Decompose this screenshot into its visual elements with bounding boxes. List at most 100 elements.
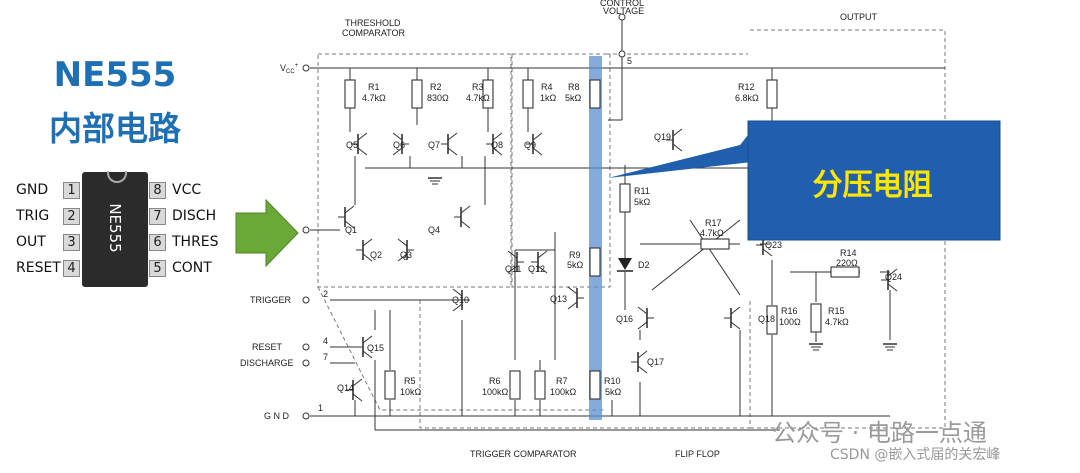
resistor-value: 1kΩ xyxy=(540,93,557,103)
section-label: FLIP FLOP xyxy=(675,449,720,459)
transistor-label: Q14 xyxy=(337,383,354,393)
resistor-value: 100kΩ xyxy=(482,387,509,397)
transistor-label: Q17 xyxy=(647,357,664,367)
green-arrow xyxy=(235,198,299,268)
section-label: VOLTAGE xyxy=(603,6,644,16)
resistor-label: R17 xyxy=(705,218,722,228)
transistor-label: Q13 xyxy=(550,294,567,304)
pin-name: RESET xyxy=(16,260,61,276)
pin-number: 7 xyxy=(149,208,166,225)
pin-name: THRES xyxy=(172,234,219,250)
diode-label: D2 xyxy=(638,260,650,270)
transistor-label: Q2 xyxy=(370,250,382,260)
transistor-label: Q16 xyxy=(616,314,633,324)
resistor-label: R5 xyxy=(404,376,416,386)
pin-number: 5 xyxy=(627,56,632,66)
resistor-value: 830Ω xyxy=(427,93,449,103)
pin-terminals xyxy=(302,13,949,420)
section-label: COMPARATOR xyxy=(342,28,406,38)
diode-d2 xyxy=(617,258,633,272)
resistor-label: R6 xyxy=(489,376,501,386)
resistor-value: 6.8kΩ xyxy=(735,93,759,103)
resistor-value: 4.7kΩ xyxy=(362,93,386,103)
pin-label: DISCHARGE xyxy=(240,358,294,368)
section-label: TRIGGER COMPARATOR xyxy=(470,449,577,459)
transistor-label: Q10 xyxy=(452,295,469,305)
resistor-value: 10kΩ xyxy=(400,387,422,397)
resistor-value: 4.7kΩ xyxy=(466,93,490,103)
credit-text: CSDN @嵌入式届的关宏峰 xyxy=(830,447,1001,463)
section-label: THRESHOLD xyxy=(345,18,401,28)
pin-number: 4 xyxy=(323,336,328,346)
transistor-label: Q8 xyxy=(491,140,503,150)
transistor-label: Q9 xyxy=(524,140,536,150)
pin-number: 1 xyxy=(63,182,80,199)
page-title: NE555 xyxy=(53,55,177,95)
resistor-label: R2 xyxy=(430,82,442,92)
chip-body: NE555 xyxy=(82,171,148,287)
watermark: 公众号 · 电路一点通 xyxy=(772,419,987,447)
pin-name: TRIG xyxy=(16,208,50,224)
transistor-label: Q23 xyxy=(765,240,782,250)
resistor-label: R8 xyxy=(568,82,580,92)
transistor-label: Q15 xyxy=(367,343,384,353)
resistor-value: 5kΩ xyxy=(634,197,651,207)
vcc-label: VCC+ xyxy=(280,63,299,75)
pin-name: CONT xyxy=(172,260,212,276)
pin-number: 2 xyxy=(63,208,80,225)
transistor-label: Q7 xyxy=(428,140,440,150)
transistor-label: Q24 xyxy=(885,272,902,282)
pin-number: 3 xyxy=(63,234,80,251)
pin-label: TRIGGER xyxy=(250,295,292,305)
pin-number: 5 xyxy=(149,260,166,277)
resistor-label: R9 xyxy=(569,250,581,260)
resistor-label: R7 xyxy=(556,376,568,386)
section-label: OUTPUT xyxy=(840,12,878,22)
pin-number: 1 xyxy=(318,403,323,413)
resistor-label: R3 xyxy=(472,82,484,92)
transistor-label: Q1 xyxy=(345,225,357,235)
resistor-label: R16 xyxy=(781,306,798,316)
pin-number: 7 xyxy=(323,352,328,362)
resistor-value: 100Ω xyxy=(779,317,801,327)
pin-label: RESET xyxy=(252,342,283,352)
pin-number: 4 xyxy=(63,260,80,277)
resistor-value: 4.7kΩ xyxy=(700,228,724,238)
callout-text: 分压电阻 xyxy=(812,168,933,203)
transistor-label: Q18 xyxy=(758,314,775,324)
transistor-label: Q5 xyxy=(346,140,358,150)
pin-name: OUT xyxy=(16,234,46,250)
transistor-label: Q4 xyxy=(428,225,440,235)
resistor-value: 5kΩ xyxy=(567,260,584,270)
pin-name: VCC xyxy=(172,182,202,198)
pin-number: 8 xyxy=(149,182,166,199)
callout-box xyxy=(608,120,1001,241)
transistor-label: Q6 xyxy=(393,140,405,150)
resistor-label: R15 xyxy=(828,306,845,316)
resistor-label: R1 xyxy=(368,82,380,92)
resistor-label: R4 xyxy=(541,82,553,92)
section-label: CONTROL xyxy=(600,0,644,8)
pin-number: 2 xyxy=(323,289,328,299)
pin-name: GND xyxy=(16,182,49,198)
chip-notch xyxy=(107,171,127,183)
resistor-value: 4.7kΩ xyxy=(825,317,849,327)
resistor-label: R10 xyxy=(604,376,621,386)
resistor-label: R12 xyxy=(738,82,755,92)
pin-name: DISCH xyxy=(172,208,217,224)
resistor-value: 220Ω xyxy=(836,258,858,268)
pin-number: 6 xyxy=(149,234,166,251)
transistor-label: Q19 xyxy=(654,132,671,142)
resistor-value: 100kΩ xyxy=(550,387,577,397)
divider-highlight xyxy=(589,56,602,420)
resistor-label: R11 xyxy=(634,186,650,196)
transistor-label: Q12 xyxy=(528,264,545,274)
resistor-label: R14 xyxy=(840,248,857,258)
transistor-label: Q11 xyxy=(505,264,521,274)
resistor-value: 5kΩ xyxy=(565,93,582,103)
resistor-value: 5kΩ xyxy=(605,387,622,397)
pin-label: G N D xyxy=(264,411,290,421)
page-subtitle: 内部电路 xyxy=(49,109,181,148)
transistor-label: Q3 xyxy=(400,250,412,260)
